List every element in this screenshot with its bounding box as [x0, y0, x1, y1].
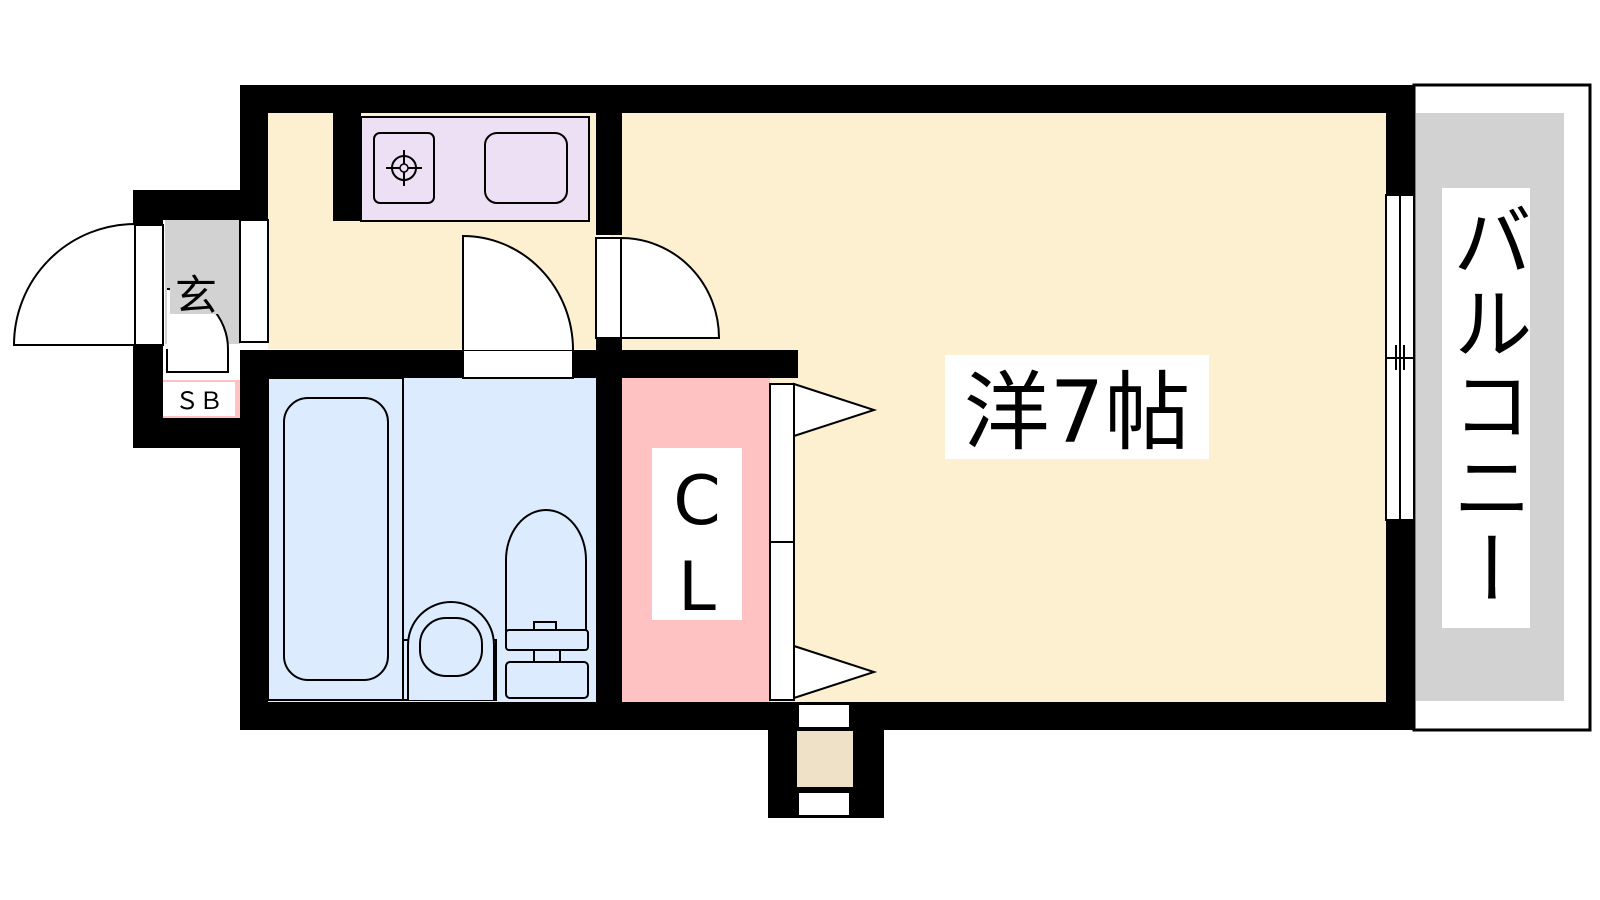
entrance-door-swing [12, 222, 136, 346]
storage-box [795, 729, 855, 789]
western-room-label-bg [945, 355, 1209, 459]
closet-label-l: L [678, 548, 716, 627]
washbasin-bowl [419, 617, 483, 677]
room-door-swing [620, 236, 721, 339]
closet-label-bg [652, 448, 742, 620]
balcony-label-bg [1442, 188, 1530, 628]
balcony-label: バルコニー [1440, 200, 1533, 610]
wall-vertical-mid-lower [596, 338, 622, 730]
closet-door-panel-lower [769, 541, 795, 701]
kitchen-sink-icon [484, 132, 568, 204]
wall-top [240, 85, 1414, 113]
shoe-box-label-bg [163, 382, 235, 416]
closet-door-swing-upper [793, 382, 878, 438]
shoe-box-label: ＳＢ [175, 387, 223, 415]
entrance-label-bg [170, 268, 220, 314]
closet-door-panel-upper [769, 383, 795, 543]
closet-door-swing-lower [793, 644, 878, 700]
closet-label-c: C [673, 462, 720, 541]
wall-left-upper [240, 85, 268, 190]
room-door-gap [595, 237, 623, 339]
storage-gap-top [797, 703, 851, 729]
bath-door-gap [462, 349, 574, 379]
wall-vertical-mid-upper [596, 85, 622, 235]
bath-door-swing [462, 234, 574, 351]
gas-stove-icon [386, 150, 422, 186]
bathtub-icon [283, 397, 389, 681]
wall-kitchen-stub [333, 85, 361, 221]
bath-divider [267, 377, 404, 701]
entrance-step-line [239, 219, 269, 343]
western-room-label: 洋7帖 [964, 363, 1191, 463]
wall-left-lower [240, 350, 268, 730]
entrance-label: 玄 [175, 271, 217, 320]
toilet-icon [505, 509, 589, 699]
storage-gap-bottom [797, 791, 851, 817]
entrance-door-frame [132, 224, 164, 346]
